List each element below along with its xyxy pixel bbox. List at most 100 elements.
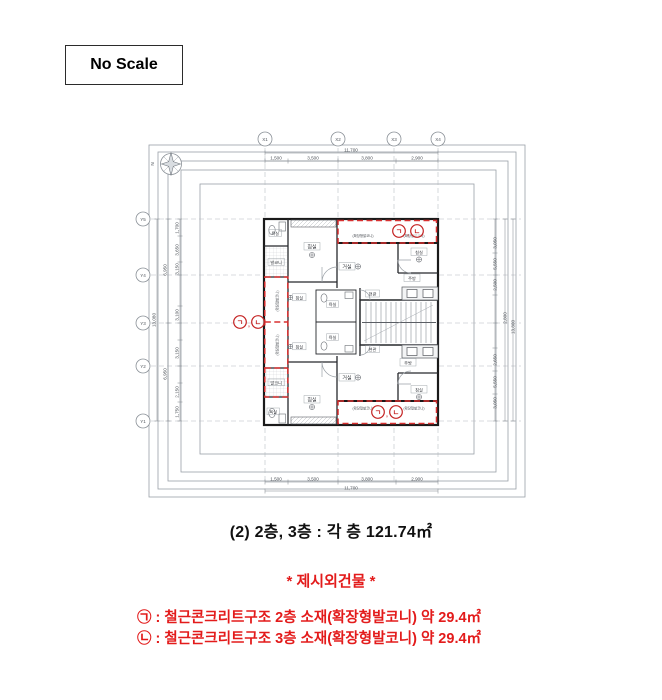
grid-label-x1: X1	[262, 137, 268, 142]
grid-label-y1: Y1	[140, 419, 146, 424]
dim-bottom-seg-1: 3,500	[307, 477, 319, 482]
dim-left-half-1: 6,950	[163, 368, 168, 380]
marker-n: ㄴ	[255, 320, 261, 327]
room-label-extbalcony-left-dn: (확장형발코니)	[275, 335, 280, 356]
room-label-bedroom-bottom: 침실	[307, 397, 317, 404]
room-label-balcony-bl: 발코니	[270, 379, 282, 386]
dim-left-seg-2: 3,150	[175, 263, 180, 275]
marker-g: ㄱ	[375, 410, 381, 417]
note-symbol-2: ㉡	[137, 631, 152, 647]
room-label-bedroom-small-up: 침실	[295, 294, 303, 300]
dim-right-seg-5: 3,050	[493, 397, 498, 409]
dimensions-right: 3,050 5,550 2,500 2,650 5,550 3,050 2,80…	[492, 218, 516, 422]
room-label-boxes	[266, 229, 428, 416]
site-boundary-lines	[148, 144, 526, 498]
staircase	[362, 302, 436, 343]
dim-left-seg-5: 2,150	[175, 386, 180, 398]
dim-right-mid: 2,800	[503, 312, 508, 324]
dim-top-seg-0: 1,500	[270, 156, 282, 161]
dim-right-seg-2: 2,500	[493, 279, 498, 291]
room-label-living-bottom: 거실	[342, 375, 352, 382]
bath-fixtures	[268, 221, 354, 424]
kitchen-counter-bottom	[401, 344, 439, 359]
grid-label-y5: Y5	[140, 217, 146, 222]
marker-pair-left: ㄱ , ㄴ	[233, 315, 265, 329]
room-label-kitchen-top: 주방	[408, 275, 416, 282]
north-label: N	[150, 162, 155, 165]
dim-right-total: 13,800	[511, 320, 516, 334]
dim-top-seg-2: 3,800	[361, 156, 373, 161]
room-label-living-top: 거실	[342, 264, 352, 271]
north-compass-icon: N	[150, 152, 182, 176]
room-label-bath-bl: 욕실	[269, 408, 277, 415]
dimensions-bottom: 1,500 3,500 3,800 2,900 11,700	[264, 477, 439, 494]
grid-label-x3: X3	[391, 137, 397, 142]
dim-bottom-seg-2: 3,800	[361, 477, 373, 482]
grid-label-x2: X2	[335, 137, 341, 142]
building-unit: 욕실 침실 발코니 (확장형발코니) (확장형발코니) 침실 침실 욕실 욕실 …	[233, 217, 440, 427]
dim-left-seg-0: 1,700	[175, 222, 180, 234]
dim-top-total: 11,700	[344, 148, 358, 153]
grid-label-y3: Y3	[140, 321, 146, 326]
floor-area-caption: (2) 2층, 3층 : 각 층 121.74㎡	[229, 524, 433, 541]
light-symbols	[288, 252, 422, 410]
dim-right-seg-0: 3,050	[493, 237, 498, 249]
marker-pair-top-right: ㄱ , ㄴ	[392, 224, 424, 238]
dim-top-seg-1: 3,500	[307, 156, 319, 161]
room-label-bedroom-right-top: 침실	[415, 249, 423, 255]
dim-left-seg-4: 3,150	[175, 347, 180, 359]
note-symbol-1: ㉠	[137, 610, 152, 626]
balcony-bottom-left-area	[265, 369, 287, 397]
extended-balcony-outlines	[264, 219, 438, 425]
grid-bubbles-y: Y5 Y4 Y3 Y2 Y1	[135, 211, 151, 429]
dim-left-half-0: 6,950	[163, 264, 168, 276]
marker-n: ㄴ	[393, 410, 399, 417]
dim-bottom-seg-3: 2,900	[411, 477, 423, 482]
dim-left-total: 13,080	[152, 313, 157, 327]
dim-left-seg-3: 3,100	[175, 309, 180, 321]
marker-comma: ,	[386, 413, 388, 419]
dim-right-seg-4: 5,550	[493, 376, 498, 388]
grid-label-x4: X4	[435, 137, 441, 142]
room-label-bath-mid-up: 욕실	[329, 301, 337, 308]
door-arcs	[321, 259, 412, 385]
floor-plan-drawing: X1 X2 X3 X4 Y5 Y4 Y3 Y2 Y1 N	[135, 131, 526, 498]
room-label-bedroom-top: 침실	[307, 244, 317, 251]
grid-bubbles-x: X1 X2 X3 X4	[257, 131, 446, 147]
dim-bottom-total: 11,700	[344, 486, 358, 491]
notes-title: * 제시외건물 *	[286, 573, 376, 590]
dimensions-top: 11,700 1,500 3,500 3,800 2,900	[264, 148, 439, 164]
dimensions-left: 13,080 6,950 6,950 1,700 3,650 3,150 3,1…	[152, 218, 183, 422]
closet-top	[290, 219, 337, 228]
room-label-bedroom-small-dn: 침실	[295, 343, 303, 349]
room-label-extbalcony-left-up: (확장형발코니)	[275, 291, 280, 312]
room-label-extbalcony-br-2: (확장형발코니)	[404, 406, 425, 411]
marker-g: ㄱ	[237, 320, 243, 327]
grid-label-y4: Y4	[140, 273, 146, 278]
dim-top-seg-3: 2,900	[411, 156, 423, 161]
note-text-2: : 철근콘크리트구조 3층 소재(확장형발코니) 약 29.4㎡	[155, 631, 482, 647]
room-label-balcony-tl: 발코니	[270, 259, 282, 266]
room-label-entrance-bottom: 현관	[369, 346, 377, 352]
room-label-bath-tl: 욕실	[271, 230, 279, 237]
marker-n: ㄴ	[414, 229, 420, 236]
dim-right-seg-3: 2,650	[493, 354, 498, 366]
dim-left-seg-1: 3,650	[175, 244, 180, 256]
room-label-entrance-top: 현관	[369, 291, 377, 297]
marker-pair-bottom-right: ㄱ , ㄴ	[371, 405, 403, 419]
room-label-bedroom-right-bottom: 침실	[415, 386, 423, 392]
grid-label-y2: Y2	[140, 364, 146, 369]
marker-comma: ,	[248, 323, 250, 329]
room-label-extbalcony-tr-1: (확장형발코니)	[353, 233, 374, 238]
dim-bottom-seg-0: 1,500	[270, 477, 282, 482]
dim-left-seg-6: 1,750	[175, 406, 180, 418]
room-label-bath-mid-dn: 욕실	[329, 334, 337, 341]
room-label-kitchen-bottom: 주방	[404, 359, 412, 366]
note-line-2: ㉡: 철근콘크리트구조 3층 소재(확장형발코니) 약 29.4㎡	[137, 627, 481, 648]
no-scale-label: No Scale	[90, 56, 158, 73]
closet-bottom	[290, 416, 337, 425]
kitchen-counter-top	[401, 286, 439, 301]
balcony-top-left-area	[265, 247, 287, 277]
note-line-1: ㉠: 철근콘크리트구조 2층 소재(확장형발코니) 약 29.4㎡	[137, 606, 481, 627]
